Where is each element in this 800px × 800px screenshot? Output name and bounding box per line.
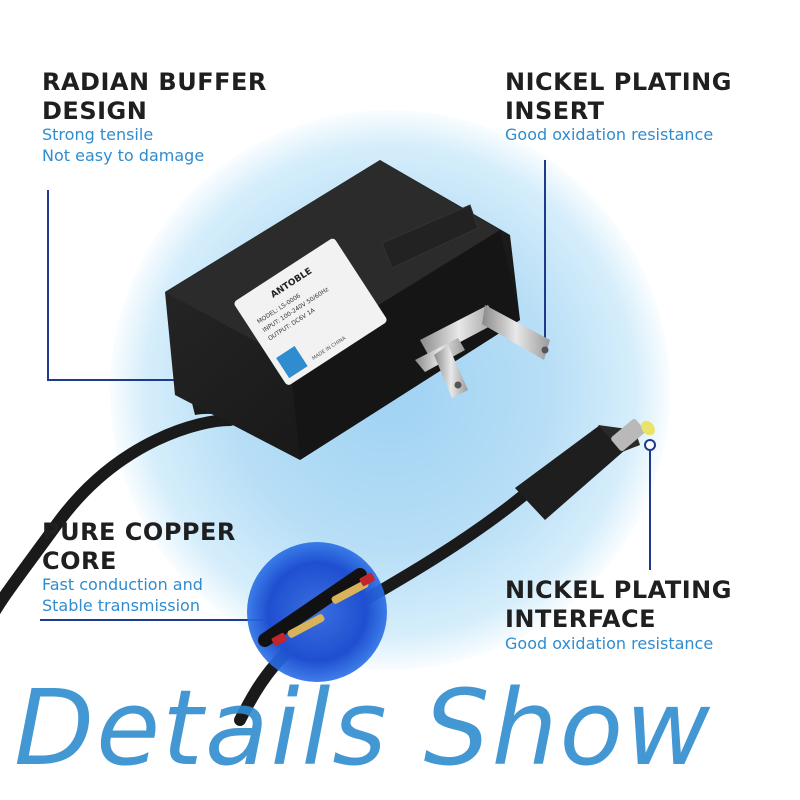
callout-subtext-radian-buffer: Strong tensile Not easy to damage [42, 124, 204, 166]
callout-heading-nickel-insert: NICKEL PLATING INSERT [505, 68, 732, 126]
heading-line: PURE COPPER [42, 518, 236, 546]
callout-subtext-copper-core: Fast conduction and Stable transmission [42, 574, 203, 616]
subtext-line: Fast conduction and [42, 575, 203, 594]
footer-title: Details Show [14, 667, 713, 789]
subtext-line: Good oxidation resistance [505, 634, 714, 653]
subtext-line: Strong tensile [42, 125, 154, 144]
callout-subtext-nickel-interface: Good oxidation resistance [505, 633, 713, 654]
heading-line: NICKEL PLATING [505, 576, 732, 604]
copper-core-wires [258, 568, 375, 647]
plug-prongs [415, 305, 550, 398]
heading-line: INTERFACE [505, 605, 656, 633]
callout-line-bottom-right [644, 439, 656, 570]
heading-line: INSERT [505, 97, 605, 125]
subtext-line: Stable transmission [42, 596, 200, 615]
adapter-label: ANTOBLE MODEL: LS-0006 INPUT: 100-240V 5… [234, 238, 387, 385]
heading-line: DESIGN [42, 97, 148, 125]
dc-barrel-plug [515, 419, 655, 520]
callout-heading-nickel-interface: NICKEL PLATING INTERFACE [505, 576, 732, 634]
callout-heading-copper-core: PURE COPPER CORE [42, 518, 236, 576]
heading-line: RADIAN BUFFER [42, 68, 267, 96]
callout-subtext-nickel-insert: Good oxidation resistance [505, 124, 713, 145]
heading-line: NICKEL PLATING [505, 68, 732, 96]
subtext-line: Not easy to damage [42, 146, 205, 165]
subtext-line: Good oxidation resistance [505, 125, 714, 144]
callout-heading-radian-buffer: RADIAN BUFFER DESIGN [42, 68, 267, 126]
heading-line: CORE [42, 547, 117, 575]
power-cable [0, 414, 236, 615]
